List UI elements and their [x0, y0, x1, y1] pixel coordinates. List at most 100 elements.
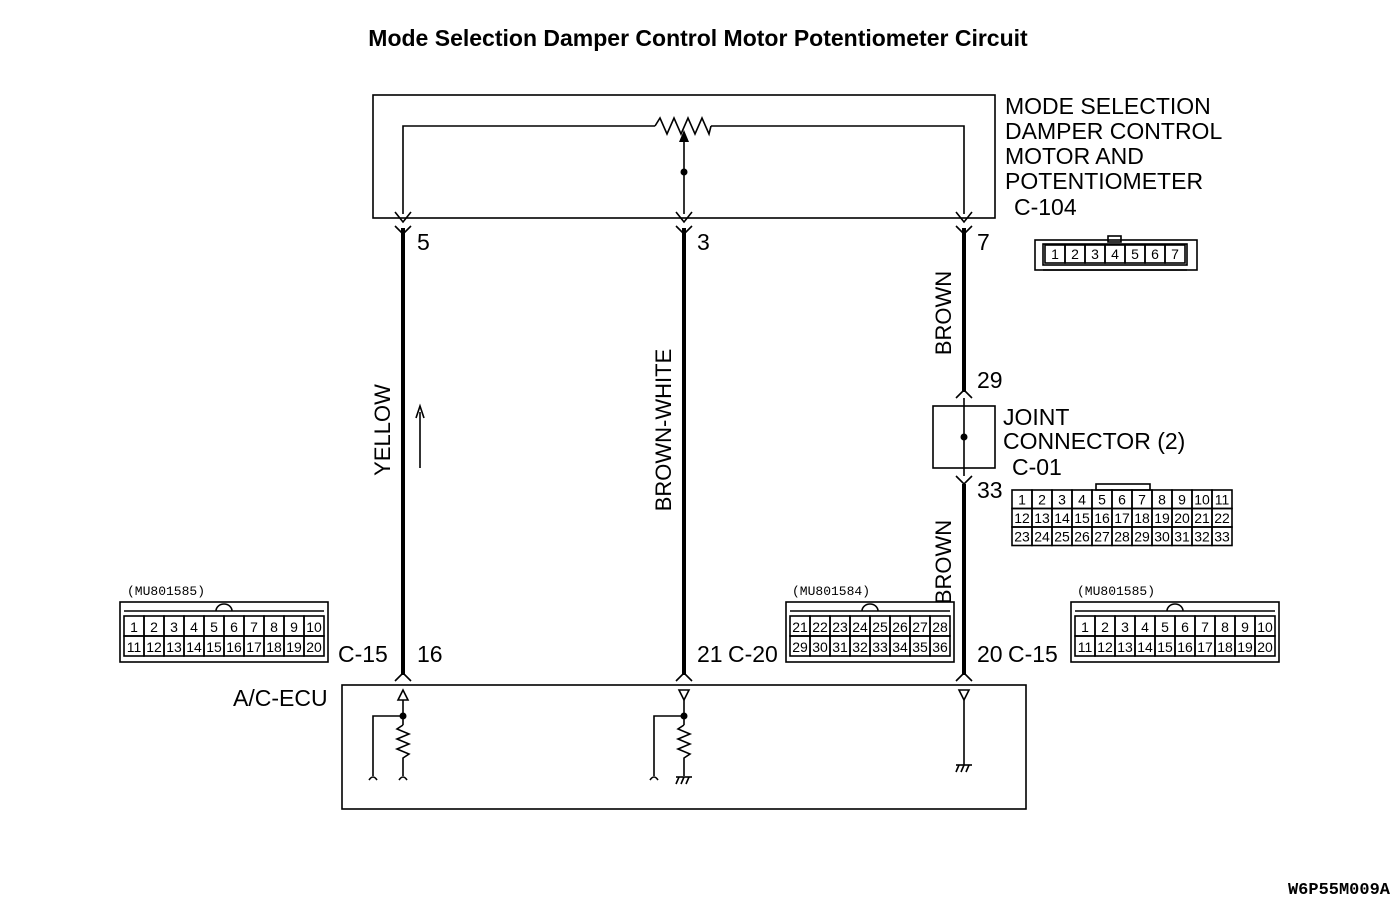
joint-connector-pin-label: 22	[1214, 510, 1230, 526]
ecu-right-terminal-icon	[957, 689, 971, 702]
motor-connector-pin-label: 6	[1151, 246, 1159, 262]
joint-pin-out: 33	[977, 477, 1003, 503]
ecu-connector-left-cell	[303, 635, 325, 657]
ecu-connector-left-pin-label: 17	[246, 639, 262, 655]
ecu-connector-mid-pin-label: 33	[872, 639, 888, 655]
joint-connector-pin-label: 20	[1174, 510, 1190, 526]
joint-connector-pin-label: 26	[1074, 529, 1090, 545]
ecu-mid-resistor-symbol	[675, 724, 693, 776]
motor-pin-right: 7	[977, 229, 990, 255]
ecu-connector-mid-pin-label: 31	[832, 639, 848, 655]
ecu-connector-left-pin-label: 9	[290, 619, 298, 635]
joint-connector-pin-label: 4	[1078, 492, 1086, 508]
joint-connector-pin-label: 10	[1194, 492, 1210, 508]
joint-connector-pin-label: 30	[1154, 529, 1170, 545]
ecu-pin-mid-connector: C-20	[728, 641, 778, 667]
motor-connector-pin-label: 5	[1131, 246, 1139, 262]
ecu-connector-mid-pin-label: 28	[932, 619, 948, 635]
wire-label-yellow: YELLOW	[370, 384, 395, 476]
joint-connector-pin-label: 7	[1138, 492, 1146, 508]
joint-connector-pin-label: 33	[1214, 529, 1230, 545]
ecu-connector-right-pin-label: 16	[1177, 639, 1193, 655]
ecu-connector-left-pin-label: 1	[130, 619, 138, 635]
ecu-connector-right-pin-label: 8	[1221, 619, 1229, 635]
joint-connector-cell	[1211, 526, 1233, 547]
joint-connector-pin-label: 27	[1094, 529, 1110, 545]
ecu-connector-mid-pin-label: 23	[832, 619, 848, 635]
ecu-connector-right-pin-label: 4	[1141, 619, 1149, 635]
ecu-connector-left-pin-label: 4	[190, 619, 198, 635]
joint-connector-pin-label: 8	[1158, 492, 1166, 508]
ecu-mid-terminal-icon	[677, 689, 691, 702]
joint-connector-pin-label: 13	[1034, 510, 1050, 526]
ecu-connector-left-pin-label: 13	[166, 639, 182, 655]
ecu-input-terminal-icon	[396, 688, 410, 701]
ecu-pin-right: 20	[977, 641, 1003, 667]
ecu-connector-right-pin-label: 19	[1237, 639, 1253, 655]
wire-label-brown-upper: BROWN	[931, 271, 956, 355]
ecu-connector-right-pin-label: 15	[1157, 639, 1173, 655]
motor-connector-pin-label: 1	[1051, 246, 1059, 262]
joint-connector-pin-label: 24	[1034, 529, 1050, 545]
ecu-connector-right-pin-label: 3	[1121, 619, 1129, 635]
joint-connector-pin-label: 28	[1114, 529, 1130, 545]
joint-connector-pin-label: 1	[1018, 492, 1026, 508]
wire-label-brown-lower: BROWN	[931, 520, 956, 604]
ecu-connector-right-part: (MU801585)	[1077, 584, 1155, 599]
ecu-connector-mid-pin-label: 35	[912, 639, 928, 655]
ecu-pin-left: 16	[417, 641, 443, 667]
joint-connector-pin-label: 5	[1098, 492, 1106, 508]
ecu-connector-right-pin-label: 11	[1078, 639, 1093, 655]
ecu-pin-mid: 21	[697, 641, 723, 667]
ecu-connector-mid-cell	[929, 635, 951, 657]
joint-connector-pin-label: 17	[1114, 510, 1130, 526]
ecu-connector-mid-pin-label: 30	[812, 639, 828, 655]
joint-connector-box	[932, 398, 996, 476]
signal-direction-arrow-icon	[415, 403, 425, 468]
diagram-title: Mode Selection Damper Control Motor Pote…	[368, 25, 1028, 51]
joint-connector-pin-label: 12	[1014, 510, 1030, 526]
motor-pin-mid: 3	[697, 229, 710, 255]
joint-name-line-2: CONNECTOR (2)	[1003, 428, 1185, 454]
ecu-connector-mid-pin-label: 22	[812, 619, 828, 635]
ecu-connector-left-pin-label: 6	[230, 619, 238, 635]
potentiometer-resistor-symbol	[654, 116, 712, 137]
joint-name-line-1: JOINT	[1003, 404, 1069, 430]
motor-connector-pin-label: 3	[1091, 246, 1099, 262]
joint-connector-pin-label: 32	[1194, 529, 1210, 545]
motor-name-line-4: POTENTIOMETER	[1005, 168, 1203, 194]
motor-name-line-2: DAMPER CONTROL	[1005, 118, 1222, 144]
wire-label-brown-white: BROWN-WHITE	[651, 349, 676, 512]
joint-pin-in: 29	[977, 367, 1003, 393]
joint-connector-pin-label: 23	[1014, 529, 1030, 545]
ecu-connector-left-pin-label: 14	[186, 639, 202, 655]
joint-connector-pin-label: 16	[1094, 510, 1110, 526]
ecu-connector-left-pin-label: 11	[127, 639, 142, 655]
ecu-connector-mid-pin-label: 34	[892, 639, 908, 655]
ecu-connector-left-pin-label: 18	[266, 639, 282, 655]
ecu-connector-left-pin-label: 16	[226, 639, 242, 655]
joint-connector-pin-label: 19	[1154, 510, 1170, 526]
ecu-box	[341, 684, 1027, 810]
ecu-connector-right-pin-label: 14	[1137, 639, 1153, 655]
joint-connector-pin-label: 15	[1074, 510, 1090, 526]
ecu-connector-left-part: (MU801585)	[127, 584, 205, 599]
wiper-arrow-icon	[679, 130, 689, 142]
figure-code: W6P55M009A	[1288, 881, 1391, 900]
joint-connector-pin-label: 25	[1054, 529, 1070, 545]
ecu-connector-mid-pin-label: 25	[872, 619, 888, 635]
motor-connector-pin-label: 7	[1171, 246, 1179, 262]
joint-connector-pin-label: 18	[1134, 510, 1150, 526]
motor-connector-pin-label: 2	[1071, 246, 1079, 262]
joint-connector-id: C-01	[1012, 454, 1062, 480]
ecu-connector-left-pin-label: 2	[150, 619, 158, 635]
ecu-connector-right-pin-label: 18	[1217, 639, 1233, 655]
motor-label: MODE SELECTION DAMPER CONTROL MOTOR AND …	[1005, 93, 1222, 220]
ecu-connector-right-pin-label: 10	[1257, 619, 1273, 635]
ecu-connector-mid-pin-label: 29	[792, 639, 808, 655]
